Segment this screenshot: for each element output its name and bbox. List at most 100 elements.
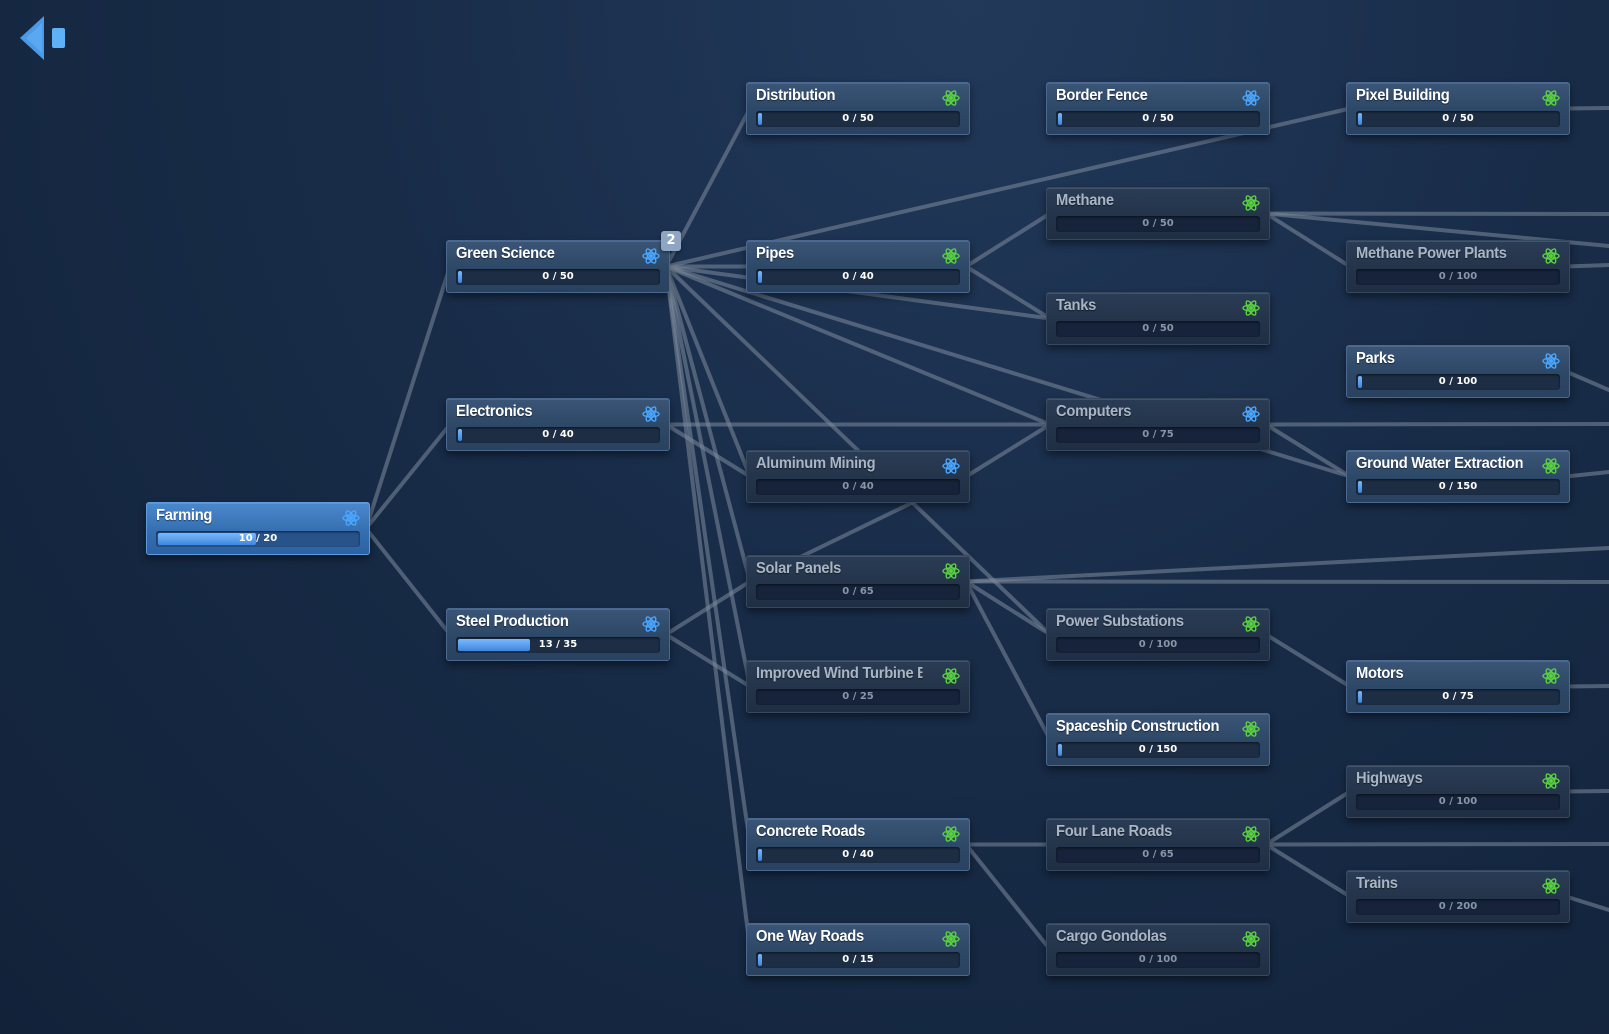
research-progress-fill [758, 954, 762, 966]
research-progress-text: 0 / 200 [1438, 901, 1478, 912]
tech-node-title: Improved Wind Turbine Blades [756, 665, 923, 682]
green-science-atom-icon [1542, 773, 1560, 789]
research-progress-bar: 0 / 40 [756, 847, 960, 863]
link-green-science-to-aluminum-mining [664, 264, 752, 479]
tech-node-title: Pipes [756, 245, 794, 262]
link-four-lane-roads-to-highways [1264, 789, 1352, 847]
tech-node-title: Trains [1356, 875, 1398, 892]
link-pipes-to-tanks [964, 264, 1052, 321]
research-progress-text: 0 / 75 [1142, 429, 1174, 440]
tech-node-improved-wind-turbine-blades[interactable]: Improved Wind Turbine Blades 0 / 25 [746, 660, 970, 713]
link-green-science-to-concrete-roads [664, 264, 752, 847]
link-solar-panels-offscreen-7 [964, 546, 1609, 584]
research-progress-text: 10 / 20 [238, 533, 278, 544]
research-progress-text: 0 / 40 [842, 271, 874, 282]
research-progress-bar: 0 / 50 [756, 111, 960, 127]
research-progress-fill [758, 849, 762, 861]
link-ground-water-extraction-offscreen-6 [1564, 470, 1609, 479]
research-progress-fill [1358, 113, 1362, 125]
link-solar-panels-offscreen-8 [964, 579, 1609, 584]
tech-node-electronics[interactable]: Electronics 0 / 40 [446, 398, 670, 451]
research-progress-bar: 0 / 50 [1056, 321, 1260, 337]
tech-node-computers[interactable]: Computers 0 / 75 [1046, 398, 1270, 451]
blue-science-atom-icon [1242, 90, 1260, 106]
research-progress-bar: 0 / 50 [1056, 216, 1260, 232]
research-progress-bar: 0 / 40 [756, 269, 960, 285]
tech-node-title: Computers [1056, 403, 1132, 420]
research-progress-text: 0 / 100 [1138, 639, 1178, 650]
link-four-lane-roads-to-trains [1264, 842, 1352, 899]
tech-node-trains[interactable]: Trains 0 / 200 [1346, 870, 1570, 923]
link-methane-to-methane-power-plants [1264, 211, 1352, 269]
research-progress-text: 0 / 40 [842, 849, 874, 860]
link-highways-offscreen-10 [1564, 789, 1609, 794]
tech-node-methane-power-plants[interactable]: Methane Power Plants 0 / 100 [1346, 240, 1570, 293]
blue-science-atom-icon [1542, 353, 1560, 369]
green-science-atom-icon [1242, 195, 1260, 211]
tech-node-title: Electronics [456, 403, 533, 420]
research-progress-text: 0 / 65 [842, 586, 874, 597]
link-solar-panels-to-spaceship-construction [964, 579, 1052, 742]
research-progress-bar: 0 / 65 [756, 584, 960, 600]
tech-node-title: Steel Production [456, 613, 569, 630]
tech-node-pipes[interactable]: Pipes 0 / 40 [746, 240, 970, 293]
research-progress-bar: 0 / 50 [1056, 111, 1260, 127]
research-progress-fill [158, 533, 256, 545]
link-power-substations-to-motors [1264, 632, 1352, 689]
research-progress-fill [1358, 691, 1362, 703]
link-parks-offscreen-4 [1564, 369, 1609, 392]
research-progress-bar: 0 / 15 [756, 952, 960, 968]
tech-node-title: Four Lane Roads [1056, 823, 1173, 840]
research-progress-bar: 0 / 100 [1056, 637, 1260, 653]
research-progress-bar: 0 / 75 [1356, 689, 1560, 705]
link-steel-production-to-improved-wind-turbine-blades [664, 632, 752, 689]
tech-node-title: Methane Power Plants [1356, 245, 1507, 262]
research-progress-bar: 0 / 50 [1356, 111, 1560, 127]
research-progress-bar: 0 / 25 [756, 689, 960, 705]
tech-node-title: Solar Panels [756, 560, 842, 577]
green-science-atom-icon [1242, 721, 1260, 737]
green-science-atom-icon [942, 563, 960, 579]
tech-node-steel-production[interactable]: Steel Production 13 / 35 [446, 608, 670, 661]
research-progress-bar: 0 / 100 [1356, 794, 1560, 810]
research-progress-text: 0 / 100 [1438, 376, 1478, 387]
link-motors-offscreen-9 [1564, 684, 1609, 689]
research-progress-text: 0 / 40 [542, 429, 574, 440]
tech-node-title: Farming [156, 507, 213, 524]
research-progress-bar: 0 / 100 [1356, 269, 1560, 285]
link-farming-to-steel-production [364, 526, 452, 637]
back-button[interactable] [18, 14, 70, 64]
research-progress-text: 0 / 100 [1438, 796, 1478, 807]
link-computers-to-ground-water-extraction [1264, 422, 1352, 479]
link-pipes-to-methane [964, 211, 1052, 269]
green-science-atom-icon [1242, 300, 1260, 316]
link-four-lane-roads-offscreen-11 [1264, 842, 1609, 847]
blue-science-atom-icon [642, 406, 660, 422]
research-progress-text: 0 / 150 [1438, 481, 1478, 492]
green-science-atom-icon [1242, 931, 1260, 947]
research-progress-text: 13 / 35 [538, 639, 578, 650]
link-methane-offscreen-1 [1264, 211, 1609, 216]
link-concrete-roads-to-cargo-gondolas [964, 842, 1052, 952]
tech-node-farming[interactable]: Farming 10 / 20 [146, 502, 370, 555]
link-green-science-to-computers [664, 264, 1052, 427]
queue-count-badge: 2 [661, 231, 681, 251]
